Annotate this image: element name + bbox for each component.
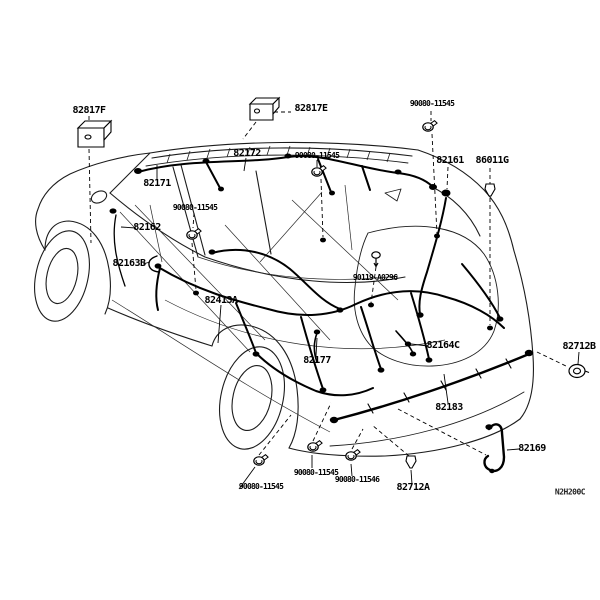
wire-harness-lines	[113, 155, 531, 472]
car-body-outline	[35, 141, 534, 457]
fastener-icons	[76, 96, 590, 469]
harness-connectors	[109, 153, 534, 474]
bracket-82163b	[148, 255, 160, 273]
left-body-wire	[113, 214, 126, 287]
clip-icon	[405, 455, 417, 469]
bolt-icon	[307, 440, 323, 452]
rear-cable-82169	[483, 423, 506, 472]
interior-cutaway-lines	[111, 184, 446, 433]
front-wheel	[34, 230, 90, 322]
clip-icon	[484, 183, 496, 197]
grommet-icon	[568, 363, 590, 379]
rear-wheel	[219, 346, 285, 450]
bumper-harness	[332, 352, 531, 422]
protector-box-icon	[76, 119, 113, 148]
bolt-icon	[253, 454, 269, 466]
protector-box-icon	[248, 96, 281, 121]
bolt-icon	[422, 120, 438, 132]
rear-pillar-wire	[418, 197, 447, 315]
diagram-corner-code: N2H200C	[554, 487, 586, 497]
leader-lines-solid	[120, 157, 580, 490]
leader-lines-dashed	[88, 111, 567, 457]
roof-harness	[137, 155, 434, 188]
floor-harness-main	[157, 266, 505, 329]
screw-pin-icon	[371, 251, 381, 268]
bolt-icon	[345, 449, 361, 461]
roof-rail-hatching	[166, 145, 391, 164]
